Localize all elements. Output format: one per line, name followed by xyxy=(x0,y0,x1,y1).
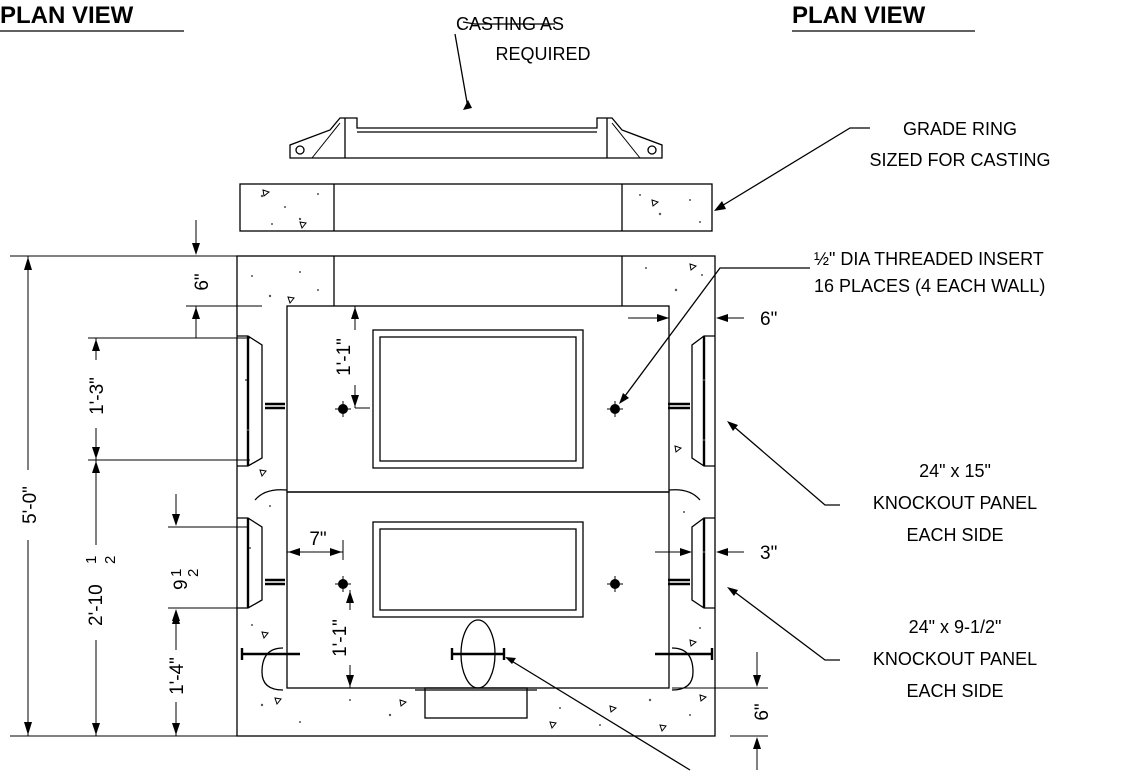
svg-text:9: 9 xyxy=(171,579,192,590)
threaded-insert-callout: ½" DIA THREADED INSERT 16 PLACES (4 EACH… xyxy=(619,249,1045,404)
svg-text:6": 6" xyxy=(192,273,213,290)
bottom-wall-dimension: 6" xyxy=(672,652,773,770)
inner-chamber-lower xyxy=(254,489,701,719)
casting-frame xyxy=(289,117,663,159)
svg-text:KNOCKOUT PANEL: KNOCKOUT PANEL xyxy=(873,493,1037,513)
svg-text:2: 2 xyxy=(185,569,202,577)
svg-text:PLAN VIEW: PLAN VIEW xyxy=(0,2,134,29)
svg-text:16 PLACES (4 EACH WALL): 16 PLACES (4 EACH WALL) xyxy=(814,276,1045,296)
threaded-insert-crosshair-icon xyxy=(335,401,351,417)
svg-text:1: 1 xyxy=(83,556,100,564)
svg-text:1'-1": 1'-1" xyxy=(330,619,351,657)
threaded-insert-crosshair-icon xyxy=(607,576,623,592)
structure-outer-wall xyxy=(236,255,716,737)
threaded-insert-crosshair-icon xyxy=(607,401,623,417)
svg-text:GRADE RING: GRADE RING xyxy=(903,119,1017,139)
svg-text:6": 6" xyxy=(760,309,777,330)
left-wall-knockout-recesses xyxy=(237,335,263,609)
top-wall-dimension: 6" xyxy=(186,220,262,338)
svg-text:6": 6" xyxy=(752,703,773,720)
svg-text:EACH SIDE: EACH SIDE xyxy=(906,681,1003,701)
svg-text:EACH SIDE: EACH SIDE xyxy=(906,525,1003,545)
bottom-lifting-leader xyxy=(505,657,691,771)
bottom-offset-dimension: 1'-4" xyxy=(167,612,188,736)
threaded-insert-crosshair-icon xyxy=(335,576,351,592)
svg-text:1: 1 xyxy=(168,569,185,577)
svg-text:5'-0": 5'-0" xyxy=(20,486,41,524)
svg-text:2: 2 xyxy=(102,556,119,564)
anchor-bars xyxy=(265,402,690,586)
svg-text:KNOCKOUT PANEL: KNOCKOUT PANEL xyxy=(873,649,1037,669)
concrete-hatch xyxy=(245,189,708,733)
svg-text:REQUIRED: REQUIRED xyxy=(495,44,590,64)
svg-text:CASTING AS: CASTING AS xyxy=(456,14,564,34)
right-plan-view-title: PLAN VIEW xyxy=(792,2,975,32)
svg-text:PLAN VIEW: PLAN VIEW xyxy=(792,2,926,29)
side-insert-dimension: 7" xyxy=(287,529,344,560)
svg-text:1'-3": 1'-3" xyxy=(87,377,108,415)
lower-offset-dimension: 2'-10 1 2 xyxy=(83,460,119,736)
left-plan-view-title: PLAN VIEW xyxy=(0,2,184,32)
casting-callout: CASTING AS REQUIRED xyxy=(454,14,591,110)
large-knockout-callout: 24" x 15" KNOCKOUT PANEL EACH SIDE xyxy=(727,421,1037,545)
lower-knockout-frame xyxy=(372,521,584,618)
upper-offset-dimension: 1'-3" xyxy=(87,337,250,461)
svg-text:24" x 9-1/2": 24" x 9-1/2" xyxy=(909,617,1002,637)
svg-text:24" x 15": 24" x 15" xyxy=(919,461,991,481)
inner-chamber-upper xyxy=(286,305,670,493)
upper-knockout-frame xyxy=(372,329,584,469)
right-wall-knockout-recesses xyxy=(691,335,715,609)
right-upper-wall-dimension: 6" xyxy=(628,309,777,330)
lifting-loops xyxy=(240,619,714,691)
svg-text:1'-1": 1'-1" xyxy=(334,338,355,376)
lower-insert-dimension: 1'-1" xyxy=(330,590,354,688)
svg-text:7": 7" xyxy=(309,529,326,550)
small-knockout-callout: 24" x 9-1/2" KNOCKOUT PANEL EACH SIDE xyxy=(727,587,1037,701)
right-lower-wall-dimension: 3" xyxy=(655,543,777,564)
svg-text:½" DIA THREADED INSERT: ½" DIA THREADED INSERT xyxy=(814,249,1044,269)
grade-ring-callout: GRADE RING SIZED FOR CASTING xyxy=(714,119,1051,211)
svg-text:SIZED FOR CASTING: SIZED FOR CASTING xyxy=(869,150,1050,170)
grade-ring xyxy=(239,183,713,232)
svg-text:1'-4": 1'-4" xyxy=(167,657,188,695)
small-panel-dimension: 9 1 2 xyxy=(168,494,248,640)
upper-insert-dimension: 1'-1" xyxy=(334,306,370,409)
overall-height-dimension: 5'-0" xyxy=(10,255,237,737)
svg-text:2'-10: 2'-10 xyxy=(86,584,107,626)
svg-text:3": 3" xyxy=(760,543,777,564)
